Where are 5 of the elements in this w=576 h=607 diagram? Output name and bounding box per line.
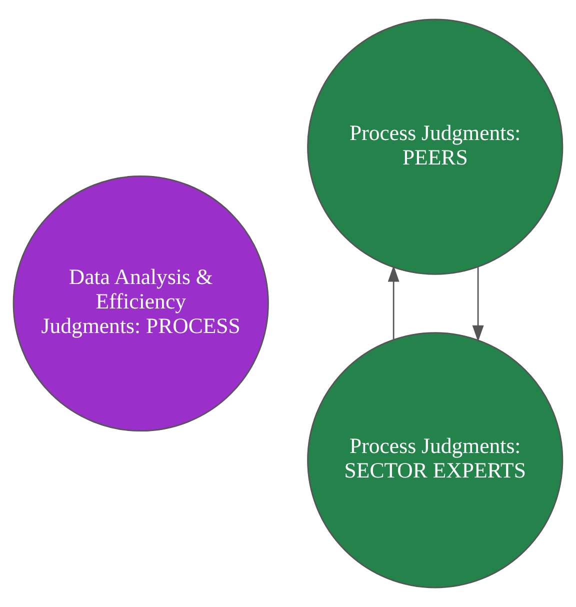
arrow (388, 265, 400, 340)
node-circle: Process Judgments: SECTOR EXPERTS (307, 332, 564, 588)
node-circle: Process Judgments: PEERS (307, 18, 564, 275)
arrow (472, 267, 484, 342)
node-circle: Data Analysis & Efficiency Judgments: PROCESS (12, 175, 269, 432)
